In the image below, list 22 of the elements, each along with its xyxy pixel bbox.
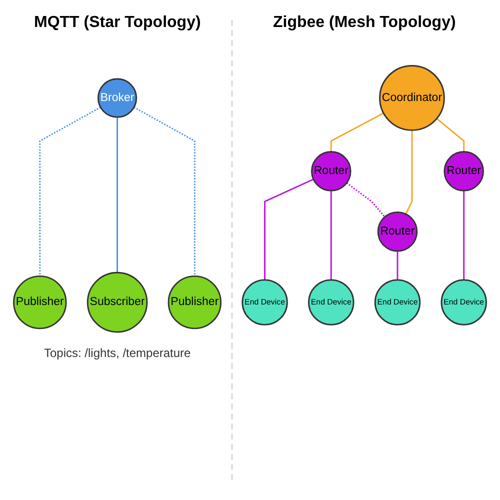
connector — [39, 106, 101, 276]
connector — [396, 251, 398, 280]
node-circle: Subscriber — [86, 272, 148, 333]
node-circle: Router — [444, 151, 484, 192]
panel-heading: MQTT (Star Topology) — [34, 14, 201, 32]
node-circle: Publisher — [13, 275, 67, 330]
connector — [463, 190, 465, 280]
node-circle: Broker — [97, 78, 138, 118]
connector — [436, 118, 465, 152]
connector — [330, 112, 384, 152]
connector — [330, 190, 332, 280]
connector — [405, 130, 413, 214]
node-circle: Router — [377, 212, 418, 252]
panel-heading: Zigbee (Mesh Topology) — [273, 14, 456, 32]
node-circle: Coordinator — [379, 65, 445, 131]
connector — [134, 106, 196, 276]
node-circle: Router — [310, 151, 352, 192]
connector — [346, 182, 386, 218]
connector — [264, 178, 314, 280]
node-circle: Publisher — [168, 275, 222, 330]
connector — [116, 117, 118, 273]
note-text: Topics: /lights, /temperature — [44, 346, 191, 360]
